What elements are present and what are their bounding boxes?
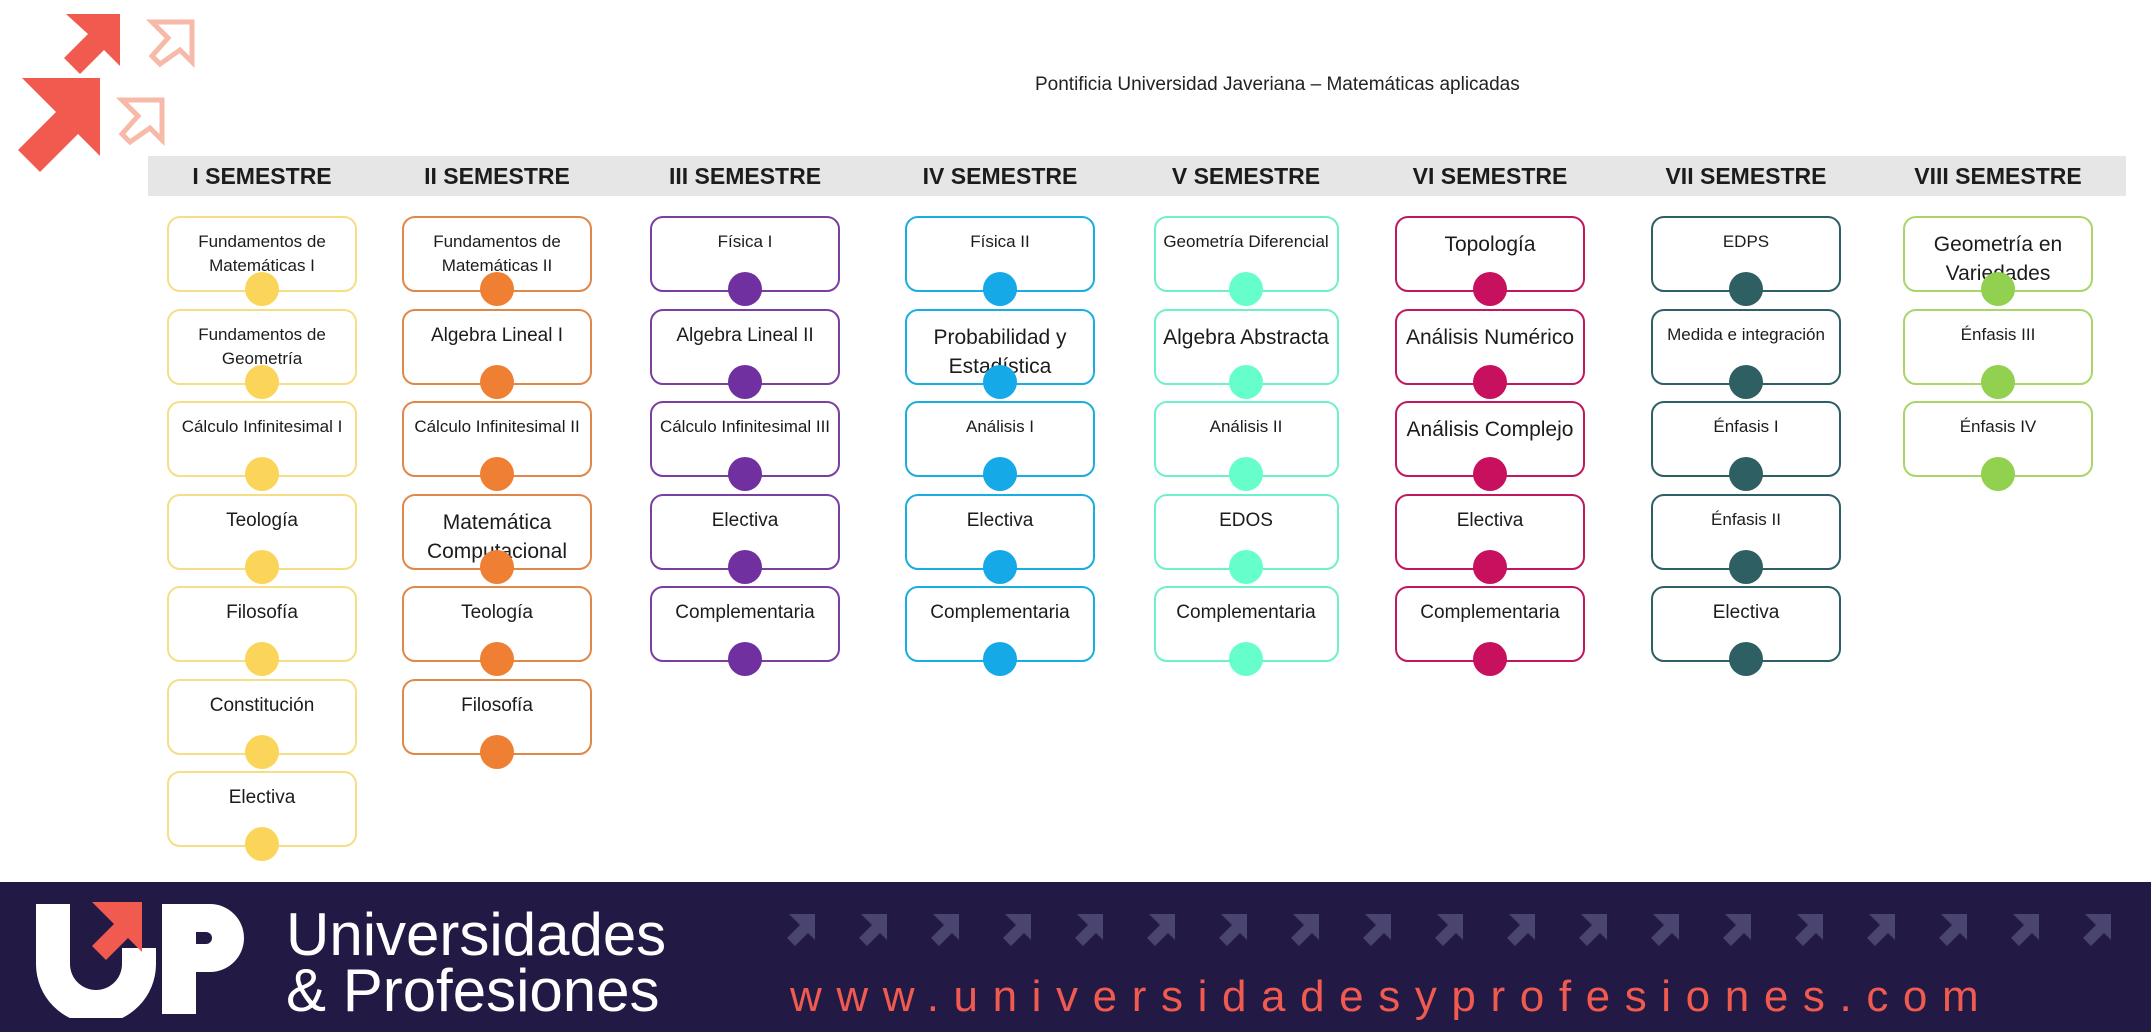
course-dot-icon	[480, 272, 514, 306]
semester-title-5: V SEMESTRE	[1171, 163, 1321, 189]
semester-title-8: VIII SEMESTRE	[1914, 163, 2082, 189]
course-dot-icon	[245, 550, 279, 584]
course-calculo-infinitesimal-ii: Cálculo Infinitesimal II	[402, 401, 592, 477]
footer-arrow-icon	[1723, 914, 1751, 946]
footer-arrow-icon	[1507, 914, 1535, 946]
course-dot-icon	[1229, 550, 1263, 584]
website-url: www.universidadesyprofesiones.com	[790, 972, 1994, 1021]
course-dot-icon	[245, 365, 279, 399]
semester-header-band	[148, 156, 2126, 196]
course-dot-icon	[1729, 642, 1763, 676]
brand-line-2: & Profesiones	[286, 957, 660, 1024]
footer-arrow-icon	[1795, 914, 1823, 946]
footer-arrow-icon	[931, 914, 959, 946]
course-dot-icon	[1473, 550, 1507, 584]
course-dot-icon	[728, 550, 762, 584]
decorative-arrows-icon	[787, 914, 2111, 946]
course-dot-icon	[983, 642, 1017, 676]
course-dot-icon	[1229, 272, 1263, 306]
course-dot-icon	[728, 642, 762, 676]
course-dot-icon	[245, 827, 279, 861]
footer-arrow-icon	[1291, 914, 1319, 946]
course-dot-icon	[245, 457, 279, 491]
footer-arrow-icon	[1363, 914, 1391, 946]
course-complementaria: Complementaria	[905, 586, 1095, 662]
footer-arrow-icon	[787, 914, 815, 946]
footer-arrow-icon	[859, 914, 887, 946]
footer-arrow-icon	[1075, 914, 1103, 946]
course-dot-icon	[1229, 457, 1263, 491]
footer-arrow-icon	[1003, 914, 1031, 946]
semester-title-2: II SEMESTRE	[424, 163, 570, 189]
course-dot-icon	[1981, 365, 2015, 399]
course-dot-icon	[480, 365, 514, 399]
semester-title-7: VII SEMESTRE	[1665, 163, 1827, 189]
footer-arrow-icon	[1147, 914, 1175, 946]
course-dot-icon	[480, 550, 514, 584]
course-dot-icon	[480, 457, 514, 491]
course-algebra-lineal-ii: Algebra Lineal II	[650, 309, 840, 385]
course-calculo-infinitesimal-iii: Cálculo Infinitesimal III	[650, 401, 840, 477]
course-dot-icon	[728, 272, 762, 306]
page-title: Pontificia Universidad Javeriana – Matem…	[1035, 74, 1520, 95]
course-dot-icon	[983, 457, 1017, 491]
course-dot-icon	[1473, 272, 1507, 306]
course-geometria-en-variedades: Geometría en Variedades	[1903, 216, 2093, 292]
course-dot-icon	[983, 550, 1017, 584]
course-complementaria: Complementaria	[1153, 586, 1339, 662]
course-dot-icon	[1729, 550, 1763, 584]
course-dot-icon	[245, 642, 279, 676]
footer-arrow-icon	[1651, 914, 1679, 946]
course-dot-icon	[1473, 365, 1507, 399]
brand-line-1: Universidades	[286, 901, 667, 968]
course-dot-icon	[245, 272, 279, 306]
footer-arrow-icon	[1579, 914, 1607, 946]
course-dot-icon	[1729, 272, 1763, 306]
course-dot-icon	[728, 365, 762, 399]
course-dot-icon	[1981, 457, 2015, 491]
course-dot-icon	[245, 735, 279, 769]
course-dot-icon	[1729, 365, 1763, 399]
course-dot-icon	[983, 365, 1017, 399]
footer-arrow-icon	[2083, 914, 2111, 946]
footer-arrow-icon	[1435, 914, 1463, 946]
course-dot-icon	[1229, 365, 1263, 399]
course-topologia: Topología	[1395, 216, 1585, 292]
up-logo-icon	[36, 902, 244, 1018]
course-dot-icon	[983, 272, 1017, 306]
course-dot-icon	[480, 642, 514, 676]
course-dot-icon	[1473, 642, 1507, 676]
course-dot-icon	[1729, 457, 1763, 491]
semester-title-3: III SEMESTRE	[668, 163, 822, 189]
course-dot-icon	[1981, 272, 2015, 306]
logo-arrows-icon	[18, 14, 195, 172]
semester-title-4: IV SEMESTRE	[922, 163, 1078, 189]
footer-arrow-icon	[1939, 914, 1967, 946]
footer: Universidades & Profesiones www.universi…	[0, 882, 2151, 1032]
course-dot-icon	[480, 735, 514, 769]
footer-arrow-icon	[2011, 914, 2039, 946]
course-dot-icon	[728, 457, 762, 491]
semester-title-1: I SEMESTRE	[192, 163, 332, 189]
footer-arrow-icon	[1867, 914, 1895, 946]
footer-arrow-icon	[1219, 914, 1247, 946]
course-dot-icon	[1229, 642, 1263, 676]
course-dot-icon	[1473, 457, 1507, 491]
semester-title-6: VI SEMESTRE	[1412, 163, 1568, 189]
